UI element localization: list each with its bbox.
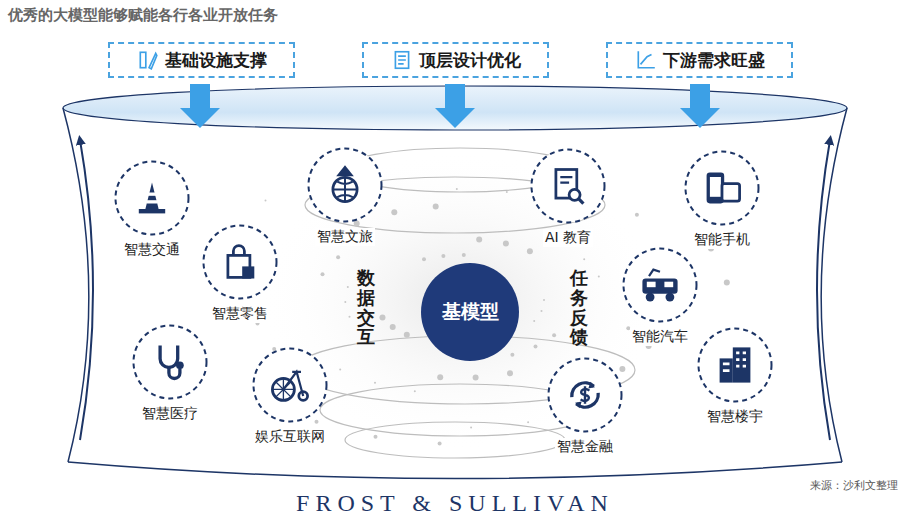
industry-circle: 智慧金融	[547, 357, 623, 433]
dashed-circle	[547, 357, 623, 433]
core-text: 基模型	[442, 299, 499, 325]
box-text: 下游需求旺盛	[663, 49, 765, 72]
circle-label: 智慧零售	[210, 305, 270, 323]
dashed-circle	[114, 160, 190, 236]
vertical-text: 数据交互	[357, 268, 375, 347]
box-icon	[137, 49, 159, 71]
box-text: 顶层设计优化	[419, 49, 521, 72]
dashed-circle	[684, 150, 760, 226]
circle-label: 智慧医疗	[140, 405, 200, 423]
dashed-circle	[307, 147, 383, 223]
circle-label: 智慧交通	[122, 241, 182, 259]
box-icon	[635, 49, 657, 71]
circle-label: AI 教育	[543, 229, 593, 247]
dashed-circle	[697, 327, 773, 403]
brand-logo: FROST & SULLIVAN	[0, 490, 910, 517]
core-circle: 基模型	[420, 262, 520, 362]
industry-circle: 娱乐互联网	[252, 347, 328, 423]
industry-circle: 智慧交通	[114, 160, 190, 236]
dashed-circle	[530, 148, 606, 224]
circle-label: 智能手机	[692, 231, 752, 249]
circle-label: 智慧金融	[555, 438, 615, 456]
industry-circle: 智能汽车	[622, 247, 698, 323]
industry-circle: 智慧医疗	[132, 324, 208, 400]
industry-circle: 智慧零售	[202, 224, 278, 300]
circle-label: 娱乐互联网	[253, 428, 327, 446]
box-icon	[391, 49, 413, 71]
dashed-circle	[252, 347, 328, 423]
dashed-circle	[132, 324, 208, 400]
title: 优秀的大模型能够赋能各行各业开放任务	[8, 6, 278, 25]
vertical-text: 任务反馈	[570, 268, 588, 347]
circle-label: 智慧文旅	[315, 228, 375, 246]
circle-label: 智慧楼宇	[705, 408, 765, 426]
dashed-box: 顶层设计优化	[362, 42, 549, 78]
dashed-circle	[622, 247, 698, 323]
dashed-circle	[202, 224, 278, 300]
dashed-box: 基础设施支撑	[108, 42, 295, 78]
box-text: 基础设施支撑	[165, 49, 267, 72]
industry-circle: AI 教育	[530, 148, 606, 224]
dashed-box: 下游需求旺盛	[606, 42, 793, 78]
circle-label: 智能汽车	[630, 328, 690, 346]
industry-circle: 智能手机	[684, 150, 760, 226]
industry-circle: 智慧楼宇	[697, 327, 773, 403]
source-note: 来源：沙利文整理	[810, 478, 898, 493]
industry-circle: 智慧文旅	[307, 147, 383, 223]
